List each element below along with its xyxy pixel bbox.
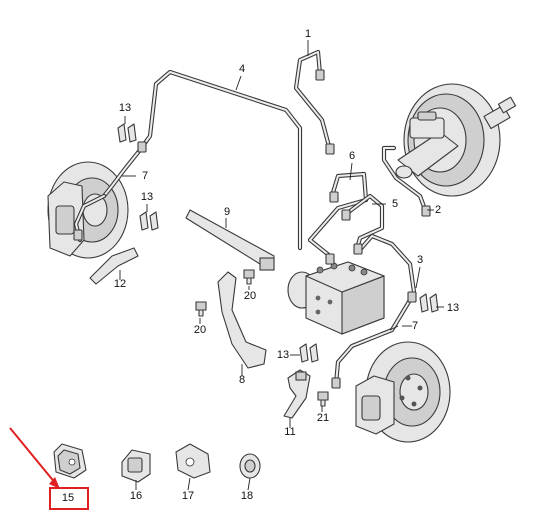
master-cylinder <box>395 111 459 179</box>
part-18-grommet <box>239 453 261 479</box>
callout-21: 21 <box>317 412 329 424</box>
callout-15: 15 <box>62 492 74 504</box>
part-16-clip <box>121 449 151 483</box>
callout-4: 4 <box>239 63 245 75</box>
callout-20-lower: 20 <box>194 324 206 336</box>
bracket-11 <box>283 369 311 419</box>
callout-7-front: 7 <box>142 170 148 182</box>
callout-12: 12 <box>114 278 126 290</box>
callout-3: 3 <box>417 254 423 266</box>
leader-lines <box>119 40 444 491</box>
bracket-9 <box>185 209 275 271</box>
callout-13-front-upper: 13 <box>119 102 131 114</box>
retaining-clips <box>117 123 439 363</box>
brake-booster <box>403 83 517 197</box>
callout-18: 18 <box>241 490 253 502</box>
callout-20-upper: 20 <box>244 290 256 302</box>
callout-13-front-lower: 13 <box>141 191 153 203</box>
callout-17: 17 <box>182 490 194 502</box>
highlight-arrow-head <box>49 477 60 489</box>
rear-brake-caliper <box>355 375 395 435</box>
highlight-box <box>49 487 89 510</box>
highlight-arrow-line <box>9 427 57 485</box>
part-17-clip <box>175 443 211 479</box>
callout-8: 8 <box>239 374 245 386</box>
callout-5: 5 <box>392 198 398 210</box>
callout-9: 9 <box>224 206 230 218</box>
bolts <box>195 269 329 407</box>
callout-13-rear-left: 13 <box>277 349 289 361</box>
part-15-clip <box>53 443 87 479</box>
bracket-8 <box>217 271 267 369</box>
highlight-annotation: 15 <box>9 427 89 510</box>
abs-hydraulic-unit <box>287 261 385 335</box>
callout-13-rear-right: 13 <box>447 302 459 314</box>
callout-7-rear: 7 <box>412 320 418 332</box>
callout-2: 2 <box>435 204 441 216</box>
callout-1: 1 <box>305 28 311 40</box>
callout-labels: 1 2 3 4 5 6 7 7 7 8 9 11 12 13 13 13 13 … <box>114 28 459 502</box>
hose-bracket-12 <box>89 247 139 285</box>
line-fittings <box>73 69 431 389</box>
rear-brake-disc <box>365 341 451 443</box>
callout-6: 6 <box>349 150 355 162</box>
callout-11: 11 <box>284 426 295 438</box>
callout-16: 16 <box>130 490 142 502</box>
